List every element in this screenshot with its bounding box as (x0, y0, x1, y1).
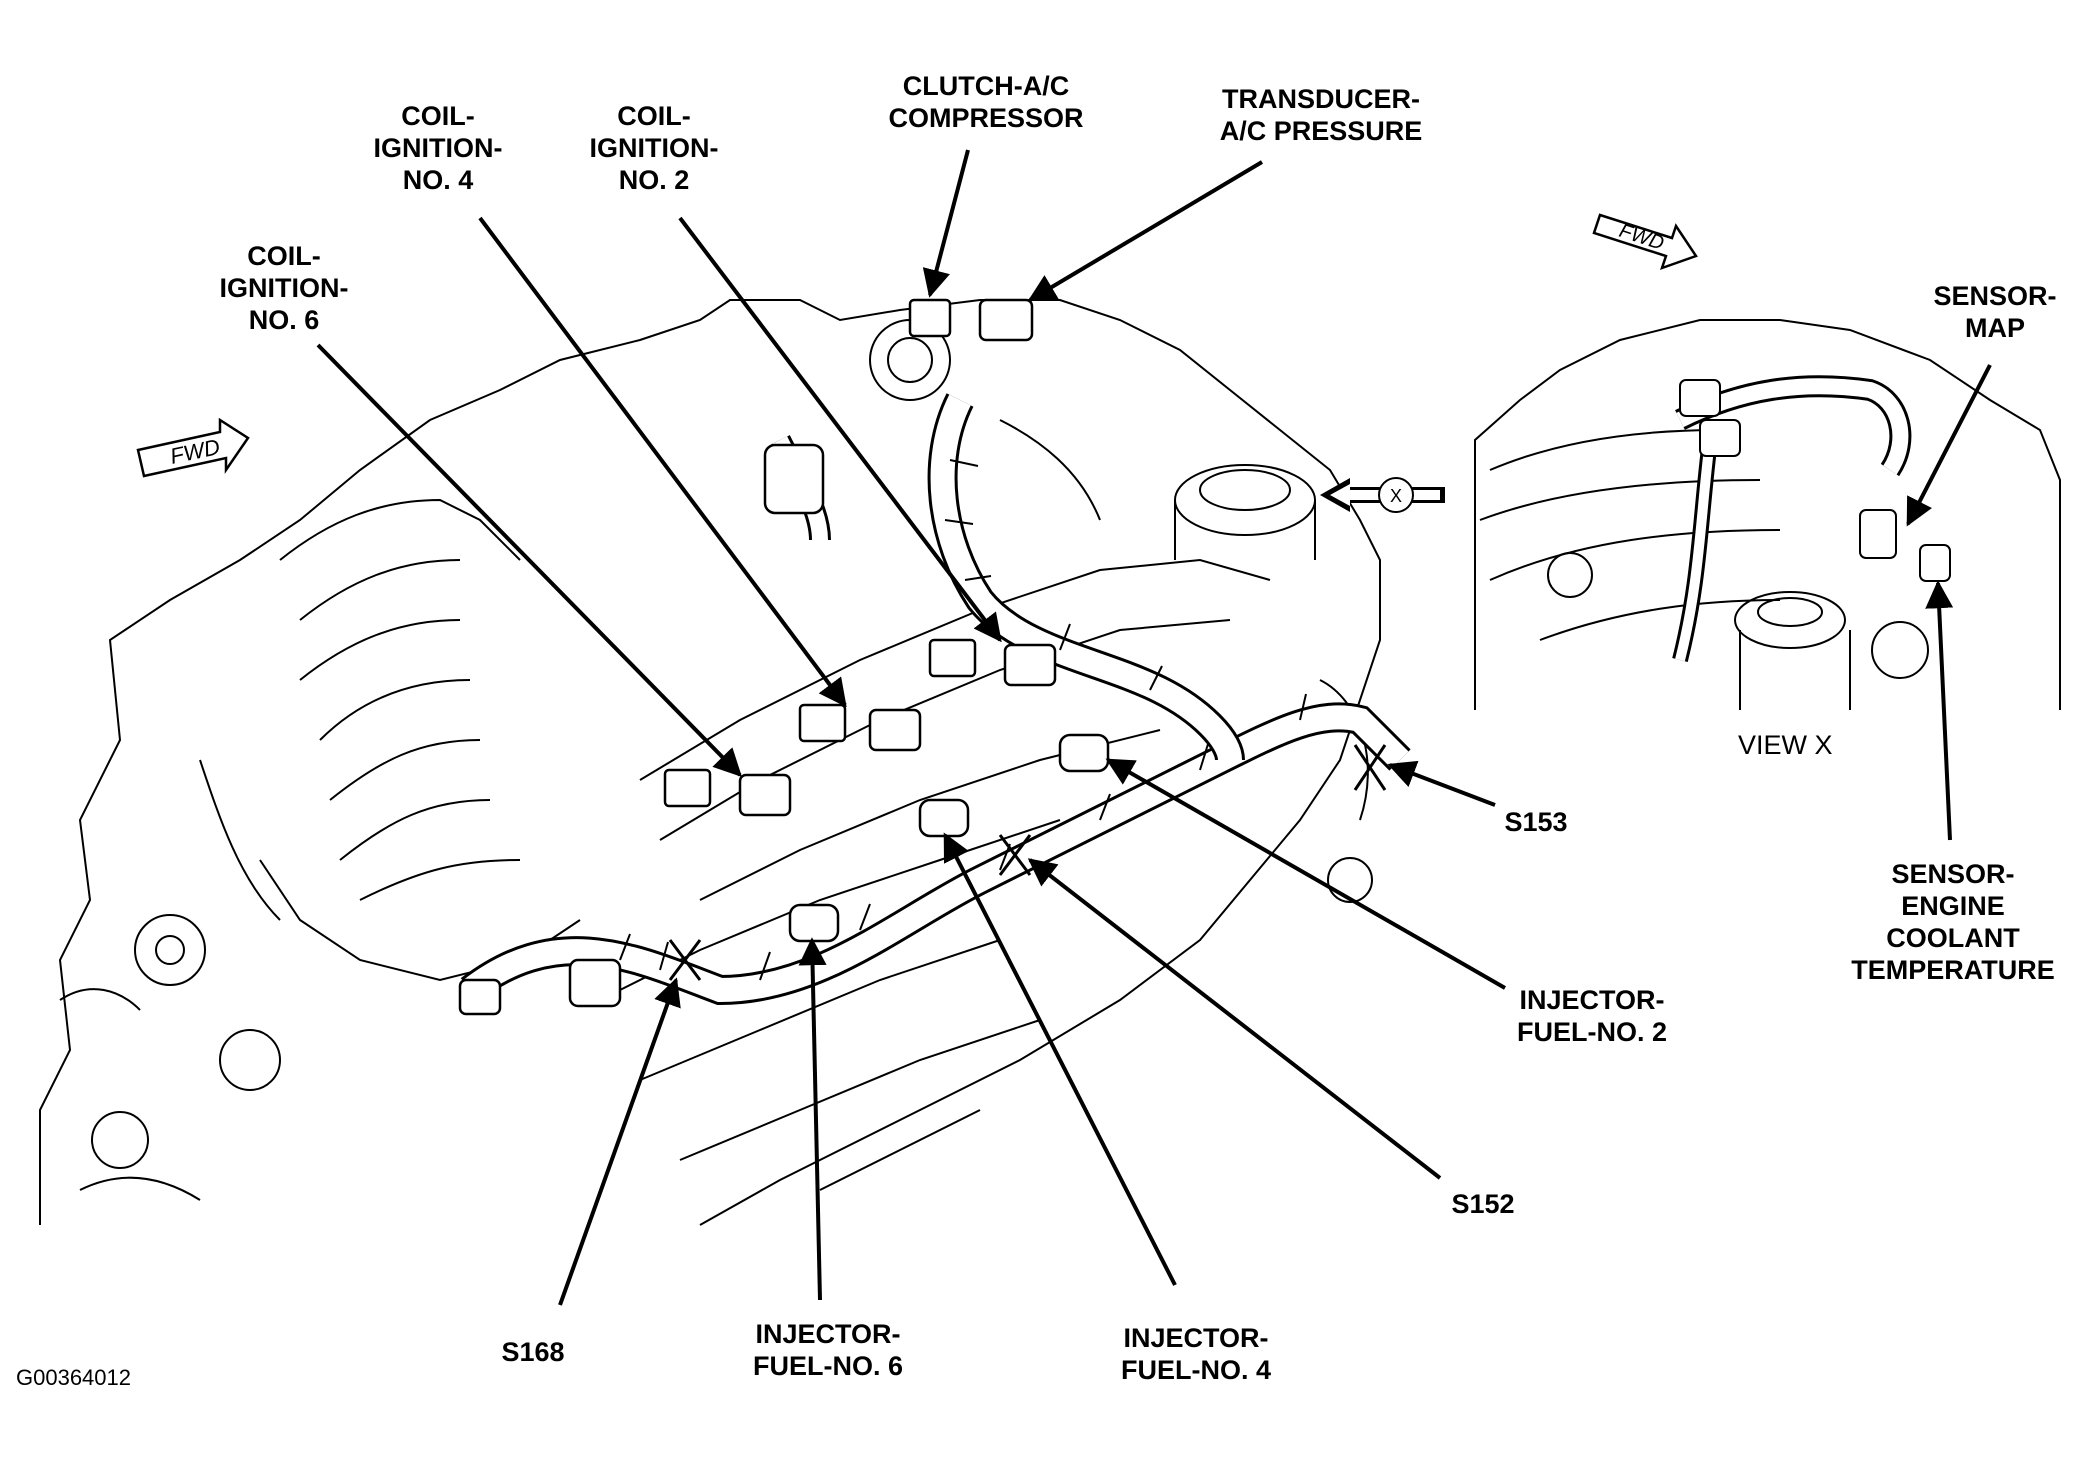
label-injector-fuel-4: INJECTOR- FUEL-NO. 4 (1121, 1322, 1271, 1386)
splice-s152-mark (998, 834, 1032, 876)
leader-transducer (1027, 160, 1264, 302)
connector-coil-6-mate (663, 768, 712, 808)
connectors (458, 298, 1110, 1016)
label-sensor-map-line2: MAP (1965, 313, 2025, 343)
label-injector-fuel-6: INJECTOR- FUEL-NO. 6 (753, 1318, 903, 1382)
fwd-arrow-inset-label: FWD (1616, 220, 1666, 255)
inset-connector-top-2 (1699, 419, 1741, 457)
label-inj6-line2: FUEL-NO. 6 (752, 1351, 904, 1381)
connector-coil-4 (868, 708, 922, 752)
label-coil2-line2: IGNITION- (589, 133, 719, 163)
leader-sensor-ect (1925, 580, 1954, 841)
label-inj4-line1: INJECTOR- (1123, 1323, 1269, 1353)
label-inj6-line1: INJECTOR- (755, 1319, 901, 1349)
connector-coil-2-mate (928, 638, 977, 678)
splice-s168-mark (668, 939, 702, 981)
leader-inj2 (1105, 758, 1506, 990)
leader-inj4 (943, 832, 1177, 1286)
label-coil4-line1: COIL- (401, 101, 475, 131)
label-sensor-ect-line1: SENSOR- (1891, 859, 2015, 889)
label-sensor-ect-line3: COOLANT (1886, 923, 2020, 953)
leader-s168 (558, 977, 681, 1306)
connector-ect-main (458, 978, 502, 1016)
fwd-arrow-main: FWD (136, 417, 250, 478)
leader-coil-4 (478, 216, 847, 708)
label-s168-text: S168 (501, 1337, 565, 1367)
label-coil6-line1: COIL- (247, 241, 321, 271)
fwd-arrow-inset: FWD (1592, 213, 1698, 271)
connector-ac-clutch (908, 298, 952, 338)
label-coil6-line3: NO. 6 (248, 305, 320, 335)
leader-inj6 (798, 937, 827, 1301)
label-sensor-ect: SENSOR- ENGINE COOLANT TEMPERATURE (1851, 858, 2055, 986)
label-clutch-ac-compressor: CLUTCH-A/C COMPRESSOR (888, 70, 1083, 134)
label-coil2-line1: COIL- (617, 101, 691, 131)
connector-harness-left (763, 443, 825, 515)
label-inj2-line2: FUEL-NO. 2 (1516, 1017, 1668, 1047)
label-injector-fuel-2: INJECTOR- FUEL-NO. 2 (1517, 984, 1667, 1048)
fwd-arrow-main-label: FWD (168, 434, 222, 469)
label-sensor-ect-line4: TEMPERATURE (1851, 955, 2055, 985)
inset-connector-map (1859, 509, 1897, 559)
label-sensor-map-line1: SENSOR- (1933, 281, 2057, 311)
label-s152: S152 (1451, 1188, 1514, 1220)
label-inj2-line1: INJECTOR- (1519, 985, 1665, 1015)
label-s152-text: S152 (1451, 1189, 1515, 1219)
label-coil-ignition-2: COIL- IGNITION- NO. 2 (590, 100, 719, 196)
leader-s153 (1387, 760, 1496, 807)
leader-coil-2 (678, 216, 1002, 643)
figure-id: G00364012 (16, 1365, 131, 1390)
leader-s152 (1027, 858, 1442, 1180)
view-x-caption: VIEW X (1738, 730, 1833, 760)
label-transducer-line1: TRANSDUCER- (1221, 84, 1420, 114)
label-coil-ignition-4: COIL- IGNITION- NO. 4 (374, 100, 503, 196)
connector-injector-6 (788, 903, 840, 943)
label-s153-text: S153 (1504, 807, 1568, 837)
connector-coil-4-mate (798, 703, 847, 743)
connector-injector-2 (1058, 733, 1110, 773)
connector-injector-4 (918, 798, 970, 838)
leader-clutch-ac (922, 149, 970, 298)
connector-coil-6 (738, 773, 792, 817)
wiring-harness (460, 393, 1411, 1006)
label-s168: S168 (501, 1336, 564, 1368)
label-inj4-line2: FUEL-NO. 4 (1120, 1355, 1272, 1385)
label-clutch-ac-line2: COMPRESSOR (888, 103, 1084, 133)
connector-coil-2 (1003, 643, 1057, 687)
connector-harness-end (568, 958, 622, 1008)
label-clutch-ac-line1: CLUTCH-A/C (902, 71, 1070, 101)
splice-marks (668, 744, 1387, 981)
label-coil-ignition-6: COIL- IGNITION- NO. 6 (220, 240, 349, 336)
inset-connector-top-1 (1679, 379, 1721, 417)
label-transducer-line2: A/C PRESSURE (1219, 116, 1423, 146)
label-coil4-line3: NO. 4 (402, 165, 474, 195)
leader-coil-6 (316, 343, 742, 777)
label-transducer-ac-pressure: TRANSDUCER- A/C PRESSURE (1220, 83, 1423, 147)
connector-ac-transducer (978, 298, 1034, 342)
leader-lines (316, 149, 1992, 1306)
view-x-marker: X (1320, 477, 1445, 513)
leader-sensor-map (1906, 364, 1992, 527)
label-s153: S153 (1504, 806, 1567, 838)
splice-s153-mark (1353, 744, 1387, 791)
inset-connector-ect (1919, 544, 1951, 582)
label-coil4-line2: IGNITION- (373, 133, 503, 163)
label-coil6-line2: IGNITION- (219, 273, 349, 303)
label-sensor-ect-line2: ENGINE (1901, 891, 2005, 921)
inset-view-x (1474, 319, 2061, 710)
label-sensor-map: SENSOR- MAP (1933, 280, 2056, 344)
view-x-marker-label: X (1390, 486, 1402, 506)
label-coil2-line3: NO. 2 (618, 165, 690, 195)
